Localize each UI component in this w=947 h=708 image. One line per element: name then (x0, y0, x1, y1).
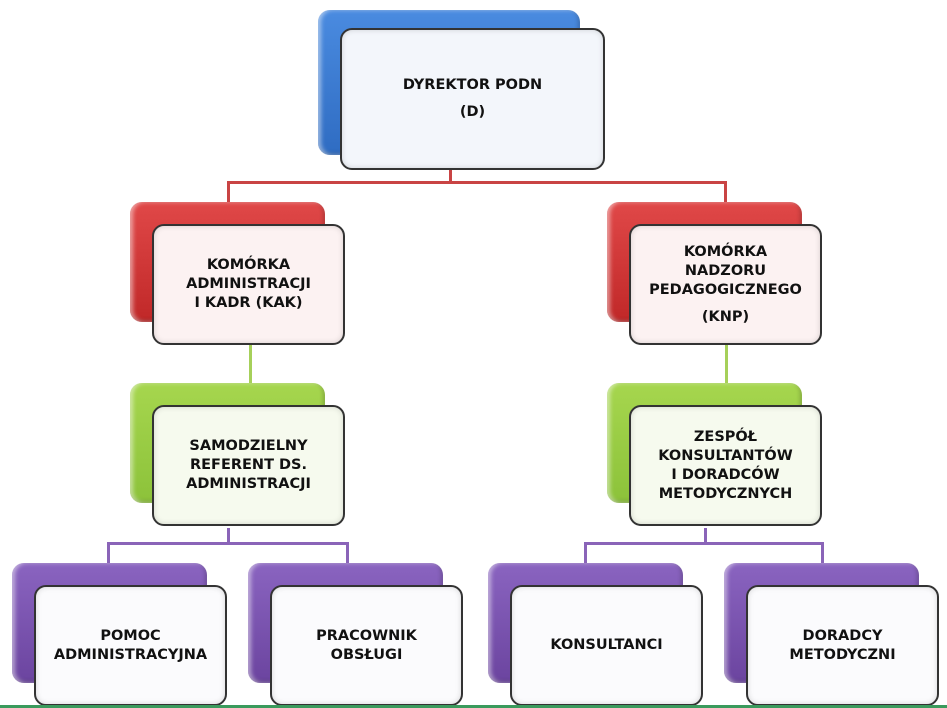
node-label-box: DYREKTOR PODN (D) (340, 28, 605, 170)
connector-line (227, 528, 230, 544)
connector-line (704, 528, 707, 544)
node-label-line: ADMINISTRACYJNA (53, 646, 208, 663)
node-konsultanci: KONSULTANCI (488, 563, 703, 706)
node-label-line: PRACOWNIK (316, 627, 417, 644)
node-komorka-nadzoru: KOMÓRKA NADZORU PEDAGOGICZNEGO (KNP) (607, 202, 822, 345)
connector-line (725, 345, 728, 385)
node-label-line: ADMINISTRACJI (186, 476, 311, 492)
connector-line (821, 542, 824, 564)
node-label-line: ADMINISTRACJI (186, 276, 311, 292)
node-label-line: KOMÓRKA (206, 257, 291, 273)
node-samodzielny-referent: SAMODZIELNY REFERENT DS. ADMINISTRACJI (130, 383, 345, 526)
node-komorka-administracji: KOMÓRKA ADMINISTRACJI I KADR (KAK) (130, 202, 345, 345)
node-label-line: KONSULTANTÓW (658, 447, 793, 464)
connector-line (249, 345, 252, 385)
node-dyrektor: DYREKTOR PODN (D) (318, 10, 605, 170)
node-doradcy-metodyczni: DORADCY METODYCZNI (724, 563, 939, 706)
node-label-line: I KADR (KAK) (194, 295, 303, 311)
node-label-line: SAMODZIELNY (189, 438, 308, 454)
node-label-line: REFERENT DS. (189, 457, 307, 473)
node-label-line: KONSULTANCI (550, 637, 663, 653)
node-label-box: PRACOWNIK OBSŁUGI (270, 585, 463, 706)
node-label-line: OBSŁUGI (330, 646, 403, 663)
node-label-box: KOMÓRKA ADMINISTRACJI I KADR (KAK) (152, 224, 345, 345)
connector-line (449, 170, 452, 184)
node-label-line: POMOC (100, 627, 161, 644)
connector-line (227, 181, 727, 184)
node-label-box: POMOC ADMINISTRACYJNA (34, 585, 227, 706)
connector-line (107, 542, 349, 545)
connector-line (227, 181, 230, 203)
connector-line (724, 181, 727, 203)
node-label-box: DORADCY METODYCZNI (746, 585, 939, 706)
node-label-box: ZESPÓŁ KONSULTANTÓW I DORADCÓW METODYCZNYCH (629, 405, 822, 526)
node-label-box: SAMODZIELNY REFERENT DS. ADMINISTRACJI (152, 405, 345, 526)
connector-line (346, 542, 349, 564)
bottom-divider (0, 705, 947, 708)
node-label-line: I DORADCÓW (671, 466, 780, 483)
connector-line (107, 542, 110, 564)
node-label-line: DORADCY (802, 627, 883, 644)
node-label-line: METODYCZNYCH (658, 485, 793, 502)
node-label-line: METODYCZNI (789, 646, 896, 663)
node-label-line: (D) (459, 104, 486, 120)
node-pomoc-administracyjna: POMOC ADMINISTRACYJNA (12, 563, 227, 706)
node-zespol-konsultantow: ZESPÓŁ KONSULTANTÓW I DORADCÓW METODYCZNYCH (607, 383, 822, 526)
node-label-line: ZESPÓŁ (693, 428, 758, 445)
node-pracownik-obslugi: PRACOWNIK OBSŁUGI (248, 563, 463, 706)
connector-line (584, 542, 587, 564)
node-label-box: KOMÓRKA NADZORU PEDAGOGICZNEGO (KNP) (629, 224, 822, 345)
connector-line (584, 542, 824, 545)
node-label-line: KOMÓRKA (683, 243, 768, 260)
node-label-box: KONSULTANCI (510, 585, 703, 706)
node-label-line: (KNP) (701, 308, 750, 325)
node-label-line: PEDAGOGICZNEGO (649, 281, 802, 298)
node-label-line: DYREKTOR PODN (402, 77, 543, 93)
node-label-line: NADZORU (684, 262, 767, 279)
